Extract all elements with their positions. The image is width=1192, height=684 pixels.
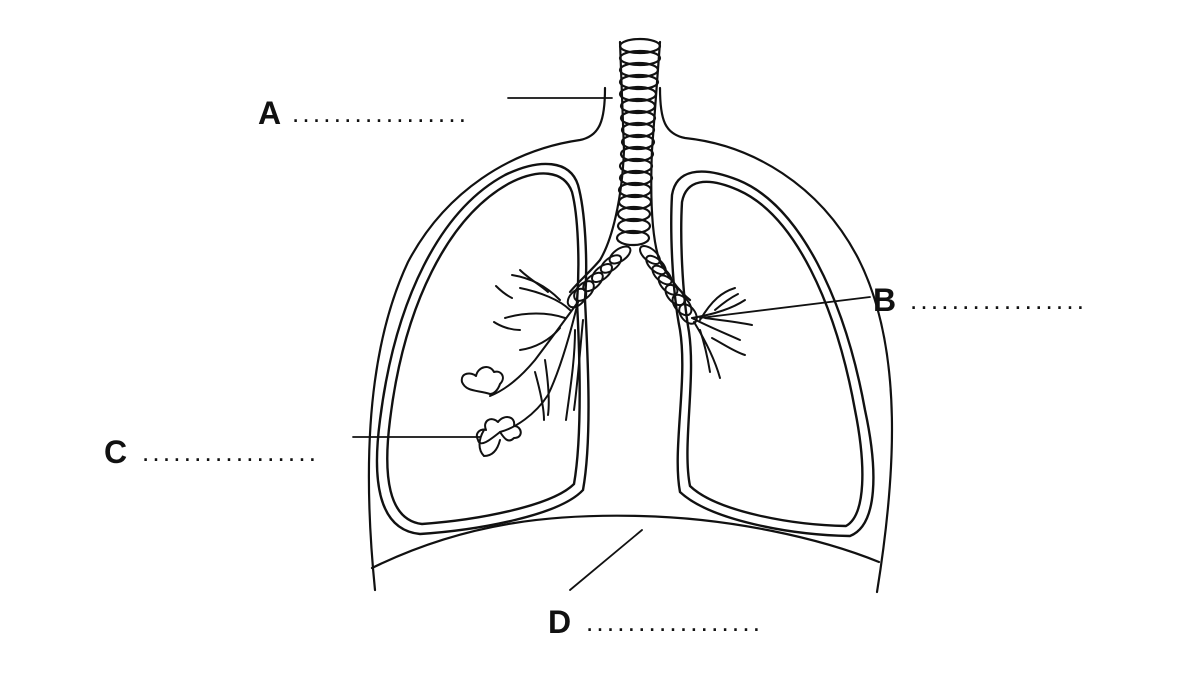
label-b: B	[873, 282, 897, 318]
label-c: C	[104, 434, 128, 470]
answer-blank-c[interactable]: .................	[142, 437, 320, 467]
trachea	[568, 37, 692, 302]
alveoli	[476, 416, 522, 445]
left-lung	[375, 162, 590, 536]
left-bronchial-tree	[460, 269, 584, 457]
right-bronchus	[639, 245, 698, 325]
label-d: D	[548, 604, 572, 640]
diaphragm	[370, 514, 881, 570]
answer-blank-b[interactable]: .................	[910, 285, 1088, 315]
right-lung	[670, 170, 875, 538]
label-a: A	[258, 95, 282, 131]
answer-blank-d[interactable]: .................	[586, 607, 764, 637]
leader-line-b	[699, 296, 871, 319]
alveoli	[460, 366, 504, 395]
chest-cavity-outline	[367, 86, 607, 592]
left-bronchus	[566, 245, 632, 309]
chest-cavity-outline-right	[658, 86, 894, 594]
leader-line-d	[569, 529, 643, 591]
answer-blank-a[interactable]: .................	[292, 98, 470, 128]
right-bronchial-tree	[691, 287, 753, 379]
